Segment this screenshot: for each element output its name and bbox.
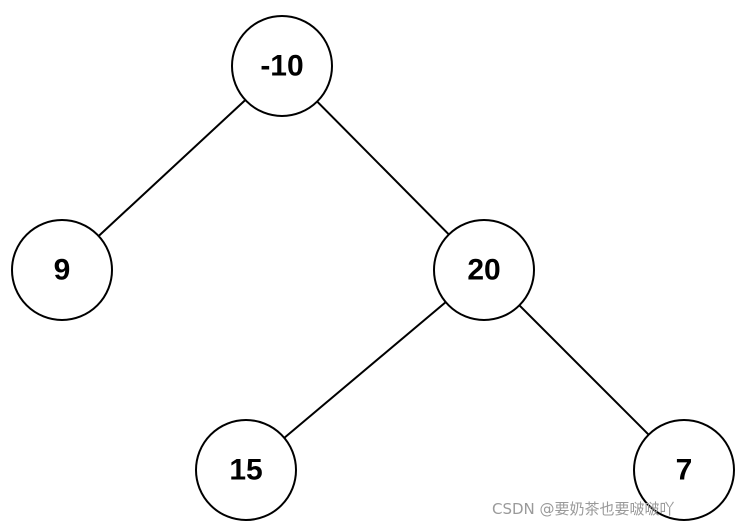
node-circle [195, 419, 297, 521]
node-label: 15 [229, 454, 262, 487]
csdn-watermark: CSDN @要奶茶也要啵啵吖 [492, 500, 675, 518]
tree-edges [97, 99, 650, 439]
node-label: -10 [260, 50, 303, 83]
tree-node-right-right: 7 [633, 419, 735, 521]
node-circle [231, 15, 333, 117]
tree-node-right-left: 15 [195, 419, 297, 521]
tree-node-left: 9 [11, 219, 113, 321]
node-label: 9 [54, 254, 71, 287]
node-circle [11, 219, 113, 321]
edge-right-to-right-left [283, 301, 447, 439]
node-label: 7 [676, 454, 693, 487]
node-circle [633, 419, 735, 521]
tree-node-root: -10 [231, 15, 333, 117]
node-circle [433, 219, 535, 321]
edge-root-to-left [97, 99, 247, 237]
tree-nodes: -10 9 20 15 7 [11, 15, 735, 521]
edge-right-to-right-right [518, 304, 650, 436]
node-label: 20 [467, 254, 500, 287]
edge-root-to-right [316, 100, 450, 236]
tree-node-right: 20 [433, 219, 535, 321]
